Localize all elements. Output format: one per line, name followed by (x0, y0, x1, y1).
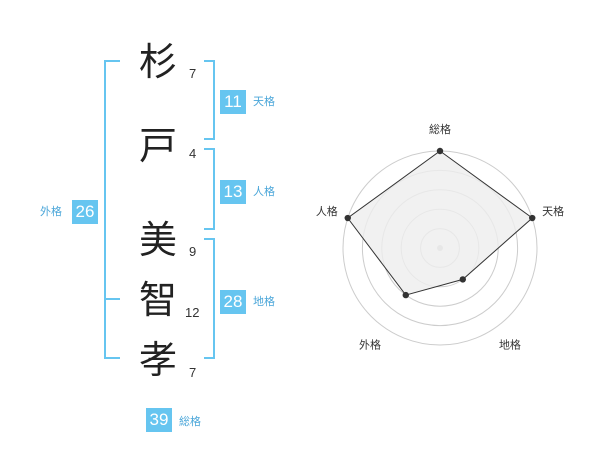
stroke-count-2: 4 (189, 146, 197, 161)
stroke-count-3: 9 (189, 244, 197, 259)
name-char-4: 智 (138, 278, 177, 322)
radar-points (344, 147, 536, 299)
soukaku-label: 総格 (179, 415, 201, 428)
stroke-count-1: 7 (189, 66, 197, 81)
radar-point-3 (459, 276, 467, 283)
radar-axis-label-1: 総格 (429, 122, 451, 136)
radar-axis-label-4: 外格 (359, 337, 381, 351)
radar-point-4 (402, 291, 409, 299)
radar-series-area (346, 150, 534, 296)
soukaku-value: 39 (146, 408, 172, 432)
chikaku-label: 地格 (253, 295, 275, 308)
chikaku-value: 28 (220, 290, 246, 314)
jinkaku-label: 人格 (253, 185, 275, 198)
tenkaku-label: 天格 (253, 95, 275, 108)
radar-axis-label-5: 人格 (316, 204, 338, 218)
stroke-count-5: 7 (189, 365, 197, 380)
radar-point-2 (529, 214, 536, 222)
gaikaku-label: 外格 (40, 205, 62, 218)
name-char-3: 美 (138, 218, 177, 262)
stroke-count-4: 12 (185, 305, 200, 320)
gaikaku-value: 26 (72, 200, 98, 224)
name-char-5: 孝 (138, 338, 177, 382)
tenkaku-value: 11 (220, 90, 246, 114)
name-char-1: 杉 (138, 40, 177, 84)
jinkaku-value: 13 (220, 180, 246, 204)
radar-point-5 (344, 214, 351, 222)
name-char-2: 戸 (138, 124, 177, 168)
radar-axis-label-2: 天格 (542, 204, 564, 218)
radar-point-1 (436, 147, 444, 155)
radar-axis-label-3: 地格 (499, 337, 521, 351)
